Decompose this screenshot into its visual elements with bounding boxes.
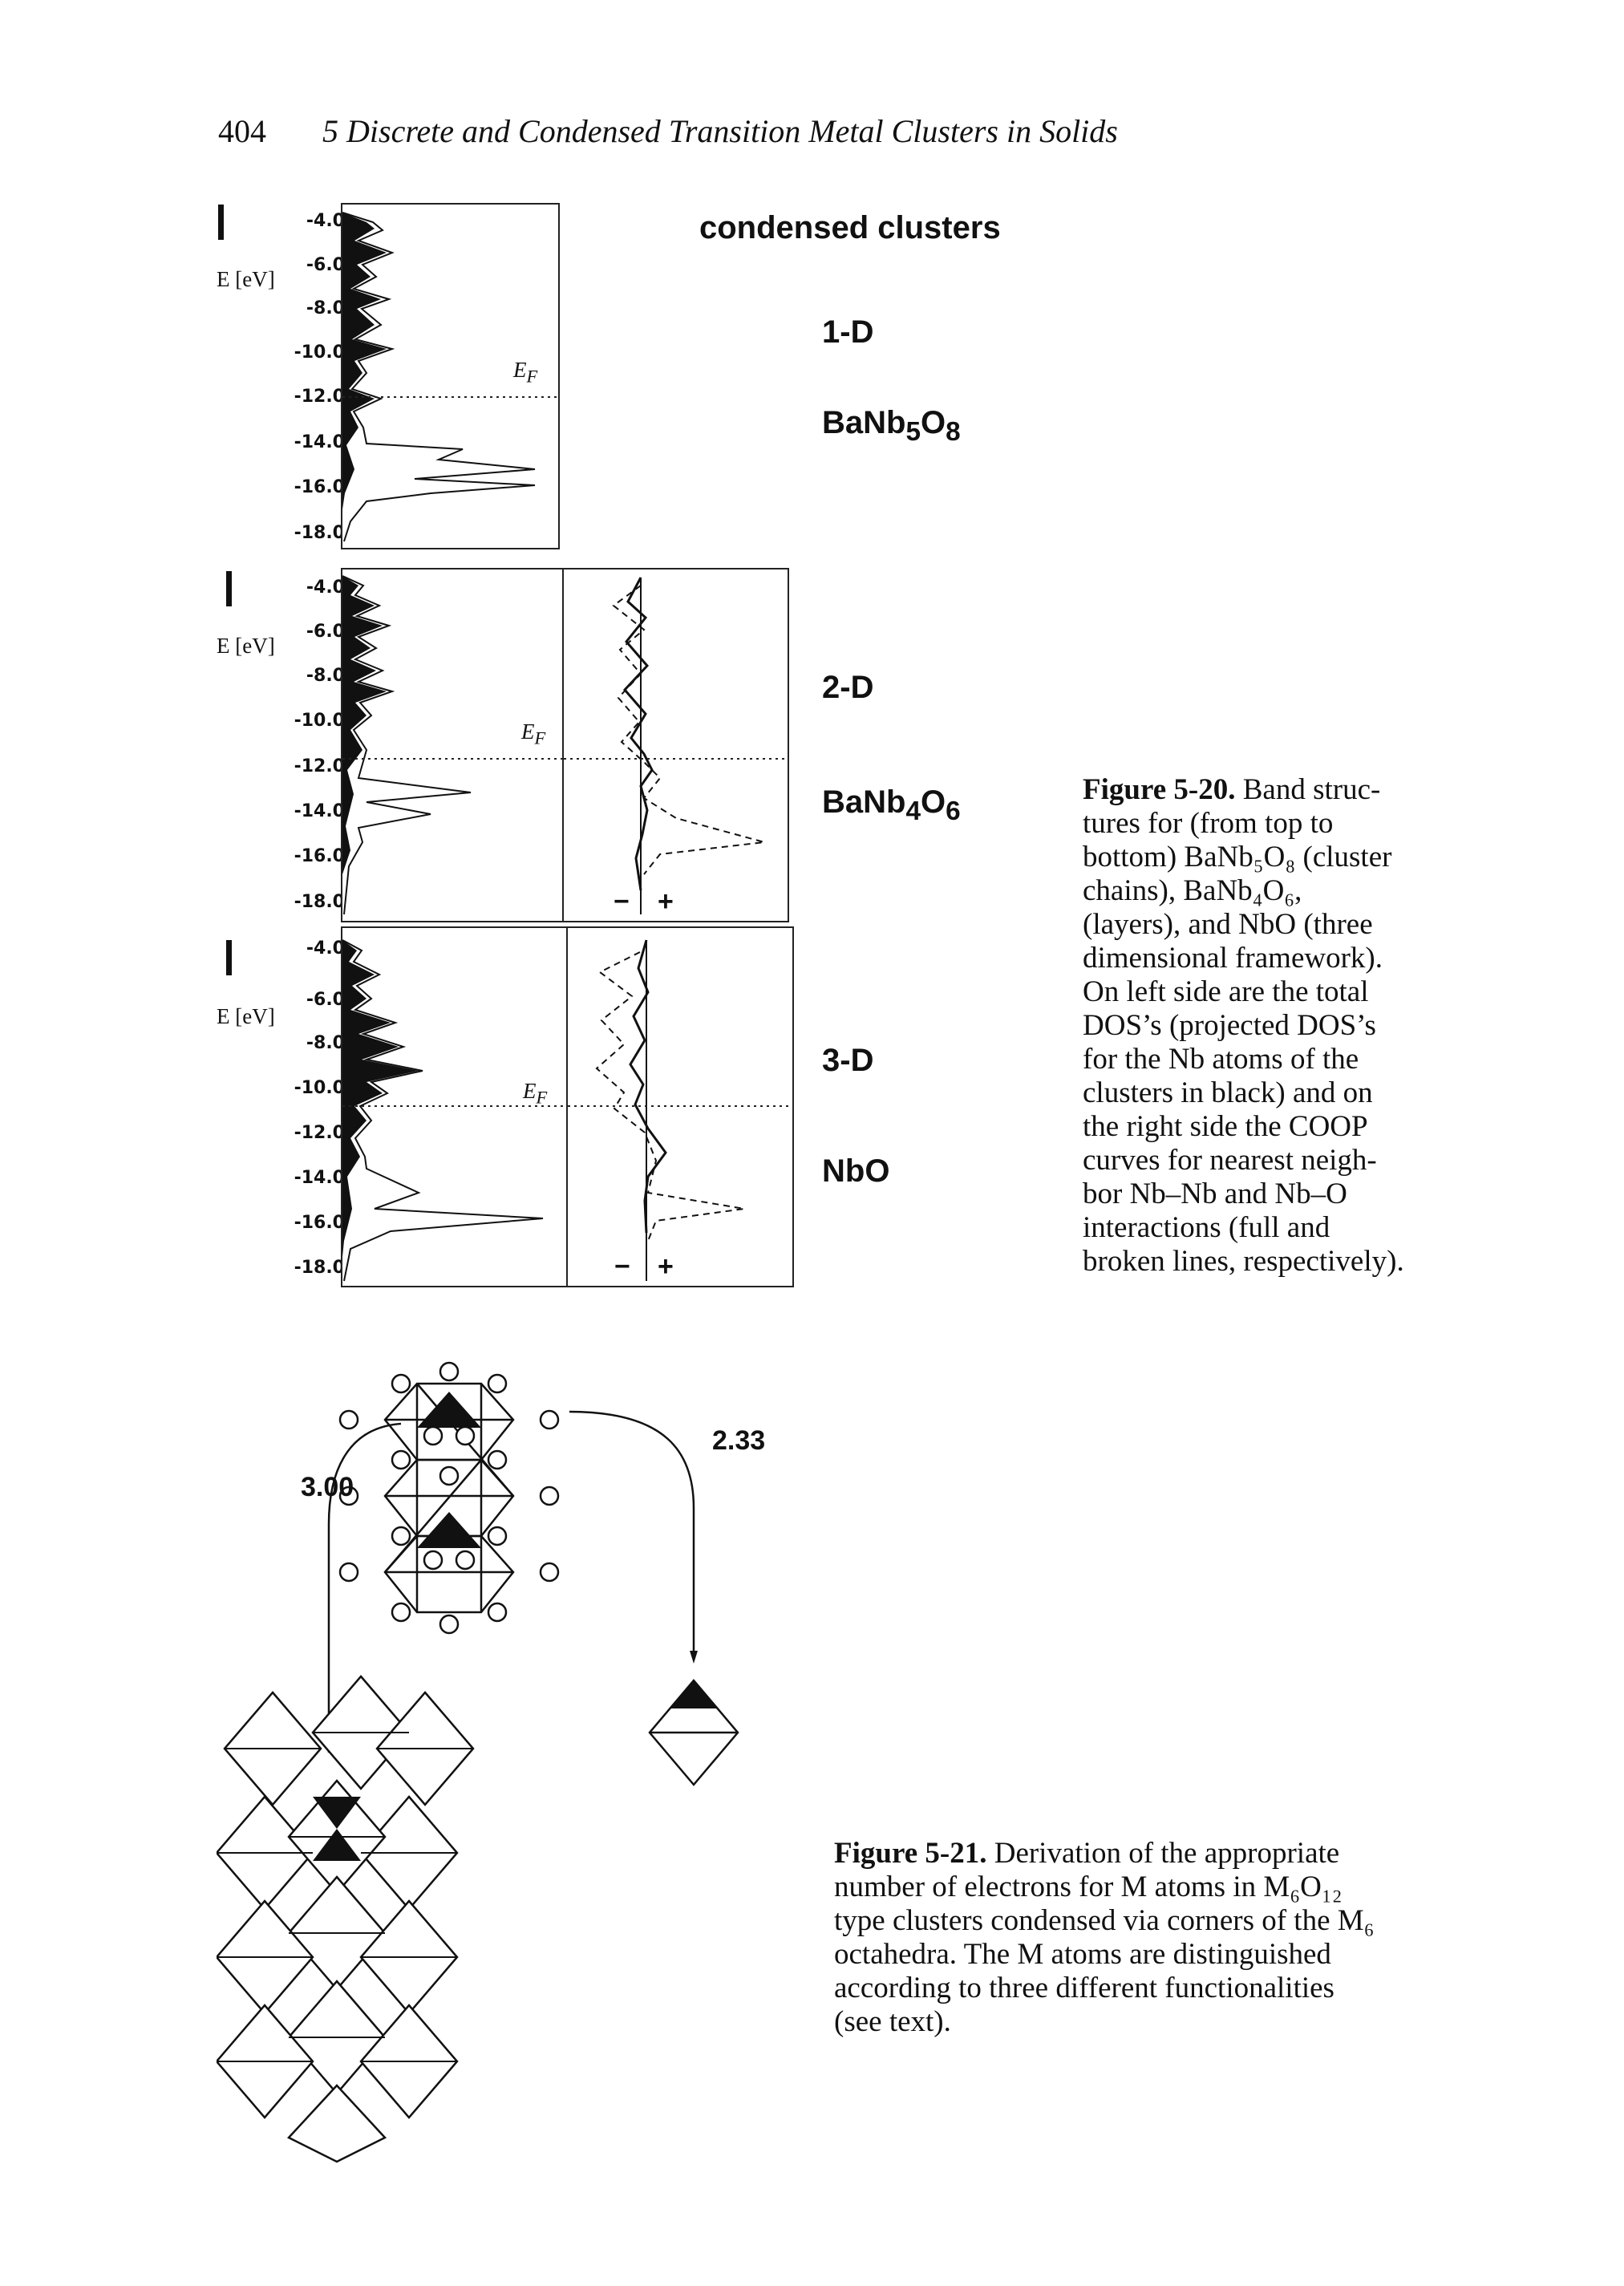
dos-panel-1d bbox=[341, 203, 560, 549]
y-tick: -4.0 bbox=[306, 578, 345, 598]
formula-label: BaNb4O6 bbox=[822, 784, 961, 826]
y-tick: -18.0 bbox=[294, 523, 345, 543]
y-tick: -8.0 bbox=[306, 666, 345, 686]
fermi-label: EF bbox=[513, 358, 538, 387]
coop-curve bbox=[564, 577, 788, 914]
fermi-label: EF bbox=[523, 1079, 548, 1108]
dimension-label: 2-D bbox=[822, 670, 874, 705]
arrow-left bbox=[327, 1422, 402, 1753]
y-tick: -16.0 bbox=[294, 477, 345, 497]
y-tick: -12.0 bbox=[294, 387, 345, 407]
coop-curve bbox=[568, 939, 792, 1281]
y-tick: -8.0 bbox=[306, 298, 345, 318]
y-axis-label: E [eV] bbox=[217, 634, 275, 658]
arrow-right bbox=[569, 1410, 695, 1652]
coop-plus: + bbox=[658, 886, 674, 917]
figure-label: Figure 5-21. bbox=[834, 1837, 987, 1870]
fermi-label: EF bbox=[521, 719, 546, 748]
page-number: 404 bbox=[218, 113, 266, 149]
dos-curve bbox=[342, 575, 562, 915]
figure-label: Figure 5-20. bbox=[1083, 773, 1236, 806]
coop-panel-2d bbox=[562, 568, 789, 922]
dos-panel-2d bbox=[341, 568, 564, 922]
y-tick: -18.0 bbox=[294, 892, 345, 912]
y-tick: -18.0 bbox=[294, 1258, 345, 1278]
formula-label: NbO bbox=[822, 1153, 890, 1189]
coop-plus: + bbox=[658, 1251, 674, 1282]
y-tick: -12.0 bbox=[294, 1123, 345, 1143]
y-tick: -12.0 bbox=[294, 756, 345, 776]
energy-arrow bbox=[226, 940, 232, 975]
y-tick: -16.0 bbox=[294, 1213, 345, 1233]
y-tick: -10.0 bbox=[294, 711, 345, 731]
coop-panel-3d bbox=[566, 926, 794, 1287]
y-tick: -14.0 bbox=[294, 432, 345, 452]
y-tick: -6.0 bbox=[306, 622, 345, 642]
y-axis-label: E [eV] bbox=[217, 1004, 275, 1028]
y-tick: -16.0 bbox=[294, 846, 345, 866]
y-tick: -10.0 bbox=[294, 342, 345, 363]
coop-minus: − bbox=[614, 1251, 630, 1282]
dos-curve bbox=[342, 212, 558, 542]
y-tick: -14.0 bbox=[294, 1168, 345, 1188]
energy-arrow bbox=[218, 205, 224, 240]
y-tick: -6.0 bbox=[306, 255, 345, 275]
dos-panel-3d bbox=[341, 926, 568, 1287]
distance-label-left: 3.00 bbox=[301, 1472, 354, 1502]
y-tick: -4.0 bbox=[306, 211, 345, 231]
y-tick: -10.0 bbox=[294, 1078, 345, 1098]
energy-arrow bbox=[226, 571, 232, 606]
cluster-structure-drawing bbox=[217, 1361, 739, 2163]
running-header: 404 5 Discrete and Condensed Transition … bbox=[218, 112, 1118, 150]
y-tick: -4.0 bbox=[306, 938, 345, 959]
oxygen-atoms bbox=[338, 1361, 560, 1635]
y-tick: -8.0 bbox=[306, 1033, 345, 1053]
distance-label-right: 2.33 bbox=[712, 1425, 766, 1456]
dimension-label: 3-D bbox=[822, 1043, 874, 1078]
coop-minus: − bbox=[614, 886, 630, 917]
dos-curve bbox=[342, 939, 566, 1282]
figure-5-21-caption: Figure 5-21. Derivation of the appropria… bbox=[834, 1837, 1375, 2038]
y-axis-label: E [eV] bbox=[217, 267, 275, 291]
running-title: 5 Discrete and Condensed Transition Meta… bbox=[322, 113, 1118, 149]
formula-label: BaNb5O8 bbox=[822, 405, 961, 447]
y-tick: -14.0 bbox=[294, 801, 345, 821]
figure-heading: condensed clusters bbox=[699, 210, 1001, 245]
dimension-label: 1-D bbox=[822, 314, 874, 350]
y-tick: -6.0 bbox=[306, 990, 345, 1010]
figure-5-20-caption: Figure 5-20. Band struc- tures for (from… bbox=[1083, 773, 1404, 1278]
